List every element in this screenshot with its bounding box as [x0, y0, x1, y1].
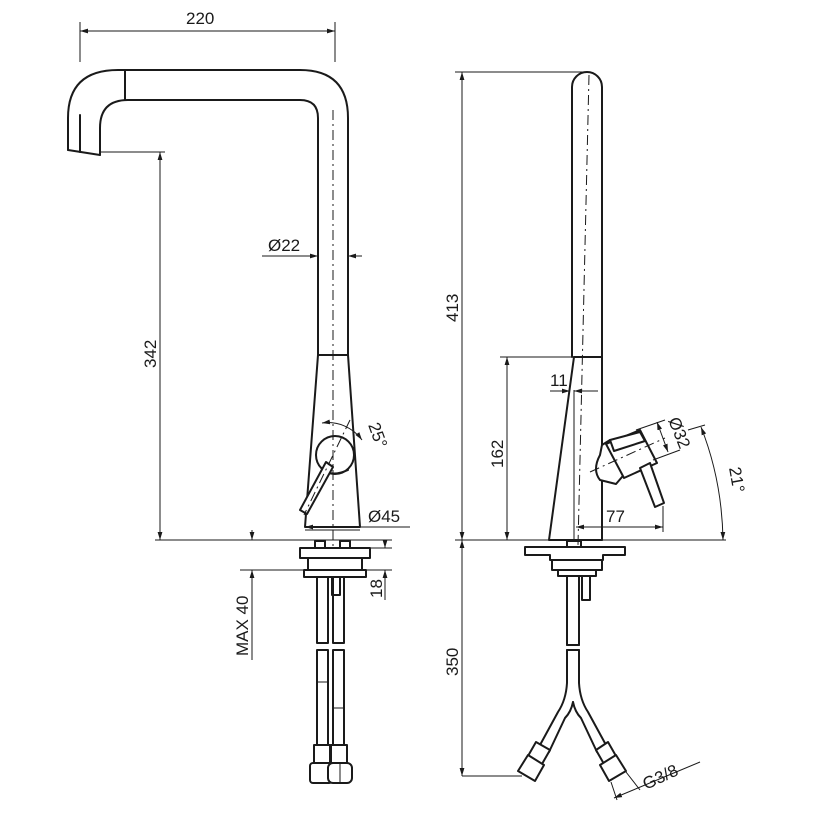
supply-hoses	[309, 576, 353, 784]
front-view: 220 Ø22 25°	[67, 9, 410, 784]
handle-reach-dimension: 77	[576, 506, 664, 532]
height-label: 342	[141, 340, 160, 368]
body-height-dimension: 162	[488, 356, 574, 540]
side-handle	[589, 429, 666, 508]
body-height-label: 162	[488, 440, 507, 468]
handle-reach-label: 77	[606, 507, 625, 526]
side-supply-hose	[517, 575, 627, 782]
spout	[67, 69, 349, 550]
faucet-body	[299, 354, 361, 531]
base-height-label: 18	[367, 579, 386, 598]
thread-label: G3/8	[640, 761, 681, 794]
total-height-dimension: 413	[443, 71, 588, 540]
hose-length-dimension: 350	[443, 540, 522, 777]
pipe-diameter-label: Ø22	[268, 236, 300, 255]
lever-angle-label: 25°	[364, 420, 391, 451]
handle-diameter-label: Ø32	[664, 414, 694, 451]
mounting-base	[299, 540, 371, 596]
side-mounting-base	[524, 540, 626, 601]
handle-angle-label: 21°	[725, 465, 748, 494]
handle-angle-dimension: 21°	[687, 424, 748, 541]
max-thickness-label: MAX 40	[233, 596, 252, 656]
base-diameter-dimension: Ø45	[305, 507, 410, 530]
offset-label: 11	[550, 371, 568, 390]
base-diameter-label: Ø45	[368, 507, 400, 526]
width-label: 220	[186, 9, 214, 28]
offset-dimension: 11	[550, 371, 598, 394]
width-dimension: 220	[79, 9, 336, 62]
side-spout	[548, 71, 603, 546]
base-height-dimension: 18	[366, 540, 392, 600]
hose-length-label: 350	[443, 648, 462, 676]
side-view: 413 162 11	[443, 71, 748, 801]
height-dimension: 342	[100, 151, 392, 541]
max-thickness-dimension: MAX 40	[233, 530, 304, 660]
total-height-label: 413	[443, 294, 462, 322]
pipe-diameter-dimension: Ø22	[262, 236, 362, 259]
